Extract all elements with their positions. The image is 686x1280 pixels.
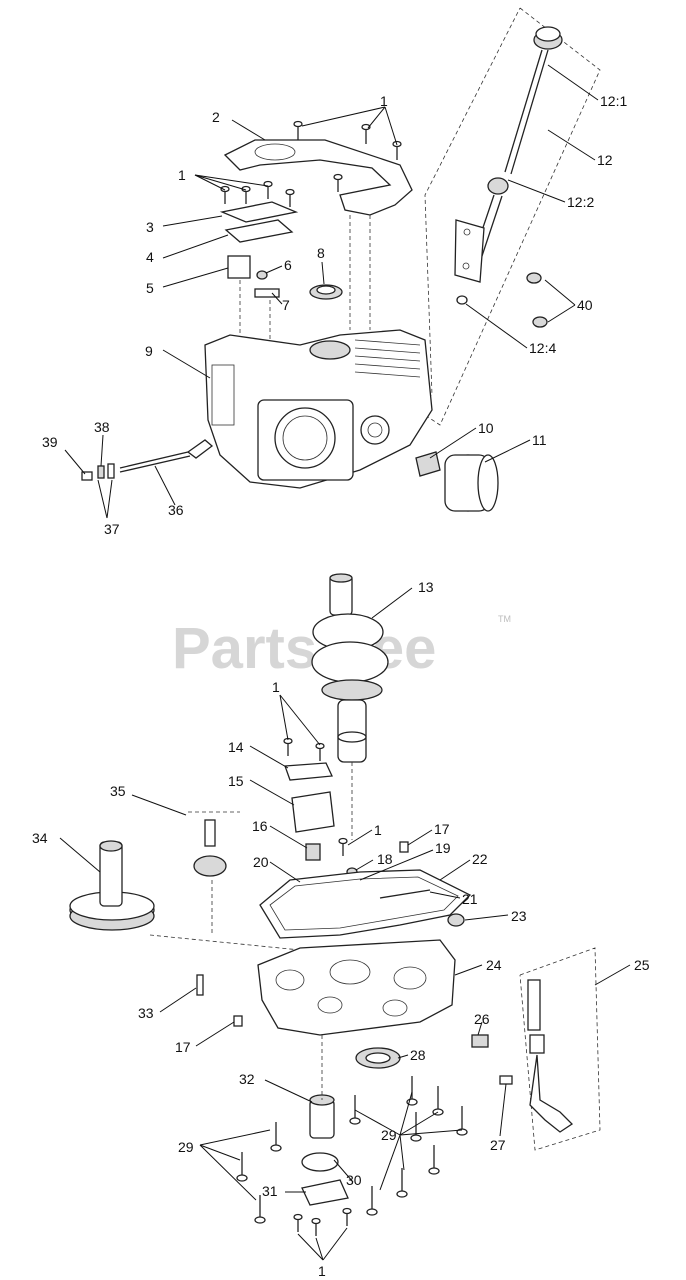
callout-5: 5 <box>146 280 154 296</box>
governor-parts <box>283 737 409 877</box>
callout-28: 28 <box>410 1047 426 1063</box>
callout-21: 21 <box>462 891 478 907</box>
callout-1-left: 1 <box>178 167 186 183</box>
callout-24: 24 <box>486 957 502 973</box>
breather-cover-assembly <box>219 120 413 345</box>
callout-18: 18 <box>377 851 393 867</box>
oil-pump-and-bolts <box>236 1035 468 1236</box>
callout-27: 27 <box>490 1137 506 1153</box>
callout-34: 34 <box>32 830 48 846</box>
leader-lines <box>59 64 631 1261</box>
callout-20: 20 <box>253 854 269 870</box>
callout-3: 3 <box>146 219 154 235</box>
callout-19: 19 <box>435 840 451 856</box>
callout-23: 23 <box>511 908 527 924</box>
callout-30: 30 <box>346 1172 362 1188</box>
dipstick-tube-assembly <box>409 7 601 426</box>
drain-fittings <box>355 1034 513 1085</box>
callout-35: 35 <box>110 783 126 799</box>
callout-numbers: 1 2 1 3 4 5 6 7 8 9 10 11 12:1 12 12:2 4… <box>32 93 650 1279</box>
sump-cover <box>196 939 456 1036</box>
callout-6: 6 <box>284 257 292 273</box>
callout-16: 16 <box>252 818 268 834</box>
callout-12-1: 12:1 <box>600 93 627 109</box>
callout-12-4: 12:4 <box>529 340 556 356</box>
callout-13: 13 <box>418 579 434 595</box>
callout-1-mid2: 1 <box>374 822 382 838</box>
watermark-logo: PartsTree <box>172 616 436 681</box>
callout-32: 32 <box>239 1071 255 1087</box>
crankshaft <box>311 573 389 840</box>
callout-38: 38 <box>94 419 110 435</box>
callout-29-left: 29 <box>178 1139 194 1155</box>
callout-11: 11 <box>532 432 547 448</box>
callout-10: 10 <box>478 420 494 436</box>
callout-29-right: 29 <box>381 1127 397 1143</box>
callout-1-mid: 1 <box>272 679 280 695</box>
callout-25: 25 <box>634 957 650 973</box>
sump-gasket <box>259 869 472 939</box>
callout-33: 33 <box>138 1005 154 1021</box>
callout-22: 22 <box>472 851 488 867</box>
callout-17-top: 17 <box>434 821 450 837</box>
oil-filter <box>415 451 499 512</box>
callout-31: 31 <box>262 1183 278 1199</box>
engine-crankcase <box>204 329 433 489</box>
callout-8: 8 <box>317 245 325 261</box>
callout-39: 39 <box>42 434 58 450</box>
callout-12-2: 12:2 <box>567 194 594 210</box>
callout-9: 9 <box>145 343 153 359</box>
callout-7: 7 <box>282 297 290 313</box>
dipstick-tube-lower <box>519 947 601 1151</box>
callout-40: 40 <box>577 297 593 313</box>
callout-26: 26 <box>474 1011 490 1027</box>
callout-36: 36 <box>168 502 184 518</box>
callout-12: 12 <box>597 152 613 168</box>
callout-15: 15 <box>228 773 244 789</box>
callout-4: 4 <box>146 249 154 265</box>
watermark-trademark: TM <box>498 614 511 624</box>
callout-14: 14 <box>228 739 244 755</box>
callout-1-bottom: 1 <box>318 1263 326 1279</box>
callout-17-bottom: 17 <box>175 1039 191 1055</box>
callout-37: 37 <box>104 521 120 537</box>
camshaft-and-gears <box>69 811 301 951</box>
callout-1-top: 1 <box>380 93 388 109</box>
callout-2: 2 <box>212 109 220 125</box>
